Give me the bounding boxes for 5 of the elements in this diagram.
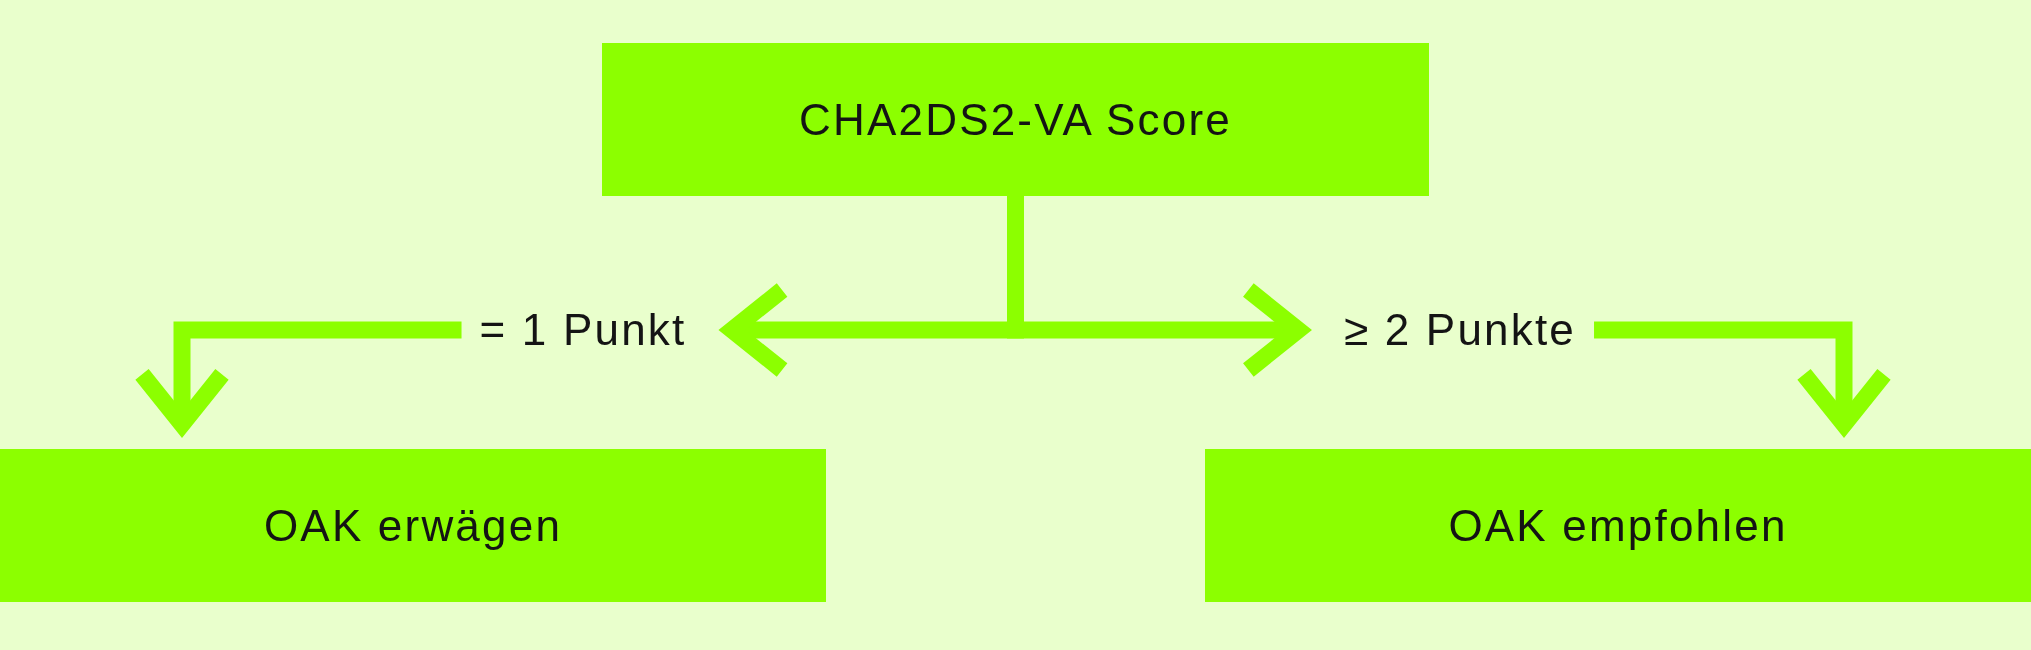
condition-label: ≥ 2 Punkte — [1325, 303, 1595, 357]
result-box: OAK empfohlen — [1205, 449, 2031, 602]
result-box: OAK erwägen — [0, 449, 826, 602]
condition-label: = 1 Punkt — [461, 303, 705, 357]
score-box: CHA2DS2-VA Score — [602, 43, 1429, 196]
